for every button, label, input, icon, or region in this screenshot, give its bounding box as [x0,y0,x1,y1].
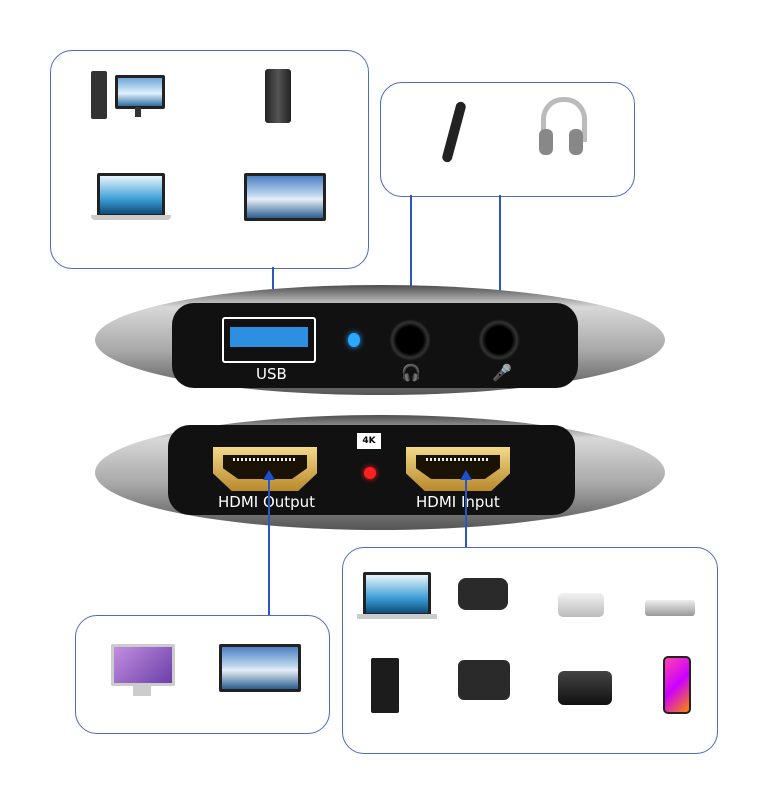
mic-connector-line [499,195,501,335]
mic-jack [478,319,520,361]
projector-icon [558,593,604,617]
headphone-icon: 🎧 [401,363,421,382]
hdmi-input-connector-line [465,478,467,547]
game-console-icon [371,658,399,713]
hdmi-output-targets-box [75,615,330,734]
tv-icon [219,644,301,694]
desktop-pc-icon [91,71,171,121]
usb-targets-box [50,50,369,269]
hdmi-output-label: HDMI Output [218,493,316,511]
usb-label: USB [256,365,287,383]
hdmi-input-port [406,447,510,491]
status-led-blue [348,333,360,347]
hdmi-output-connector-line [268,478,270,615]
hdmi-input-arrow-icon [460,470,472,480]
hdmi-input-sources-box [342,547,718,754]
pro-camera-icon [458,660,510,700]
blu-ray-player-icon [645,600,695,616]
headphone-connector-line [410,195,412,335]
microphone-icon [441,100,467,164]
camcorder-icon [458,578,508,610]
laptop-icon [357,572,437,620]
monitor-icon [111,644,175,704]
headphone-jack [389,319,431,361]
audio-targets-box [380,82,635,197]
hdmi-output-arrow-icon [263,470,275,480]
hdmi-output-port [213,447,317,491]
usb-side-panel: USB 🎧 🎤 [172,303,578,388]
smart-tv-icon [244,173,326,225]
laptop-icon [91,173,171,221]
hdmi-input-label: HDMI Input [416,493,500,511]
hdmi-side-panel: HDMI Output 4K HDMI Input [168,425,575,515]
microphone-icon: 🎤 [492,363,512,382]
headphones-icon [539,97,587,159]
external-drive-icon [265,69,291,123]
status-led-red [364,467,376,479]
tv-box-icon [558,671,612,705]
smartphone-icon [663,656,691,714]
usb-port [222,317,316,363]
4k-badge: 4K [357,433,381,449]
